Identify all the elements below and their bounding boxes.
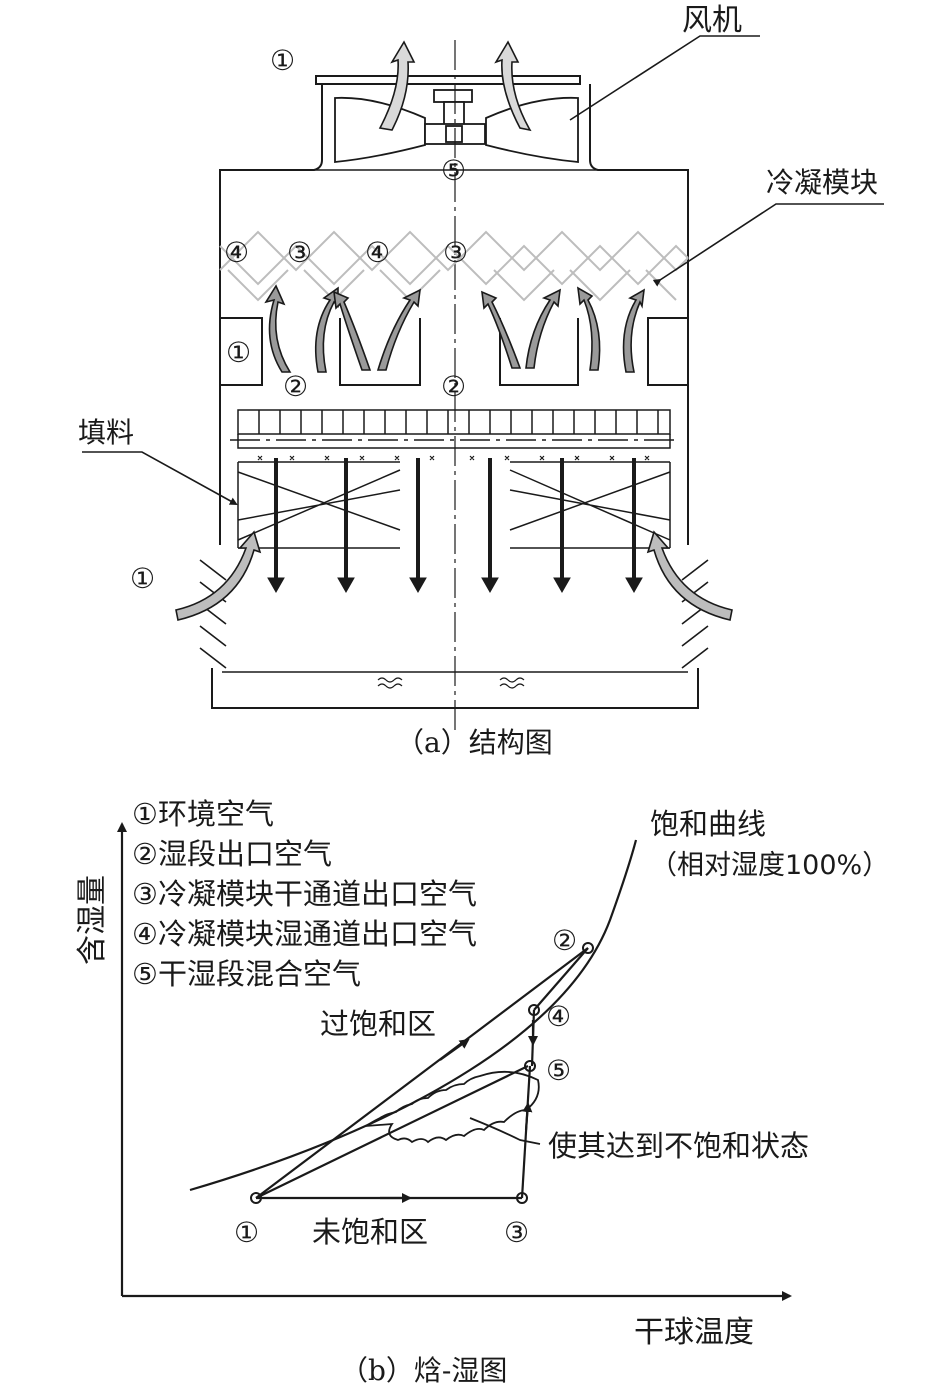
- marker-1-inlet: ①: [130, 562, 155, 595]
- line-2-4: [533, 947, 589, 1011]
- psychro-caption: （b）焓-湿图: [340, 1354, 507, 1387]
- inlet-air-arrows: [175, 530, 733, 621]
- marker-2-left: ②: [283, 370, 308, 403]
- wet-pass-boxes: [220, 317, 688, 386]
- structure-caption: （a）结构图: [396, 726, 553, 759]
- y-axis-label-text: 含湿量: [75, 875, 110, 965]
- fan-housing: [219, 75, 689, 545]
- point-label-3: ③: [504, 1216, 529, 1249]
- water-flow-arrows: [267, 458, 643, 594]
- water-basin: [211, 668, 699, 709]
- psychrometric-chart: [117, 822, 792, 1301]
- state-point-2: [582, 942, 594, 954]
- fan-blades-icon: [334, 89, 579, 163]
- fill-label: 填料: [78, 416, 134, 449]
- marker-3-mid: ③: [443, 236, 468, 269]
- mixing-line-1-5: [255, 1065, 529, 1199]
- fan-leader-line: [569, 35, 760, 121]
- marker-2-center: ②: [441, 370, 466, 403]
- state-point-3: [516, 1192, 528, 1204]
- legend-item: ①环境空气: [132, 797, 274, 831]
- x-axis-label: 干球温度: [634, 1315, 754, 1350]
- marker-1-top: ①: [270, 44, 295, 77]
- fan-label: 风机: [682, 3, 742, 38]
- legend-item: ②湿段出口空气: [132, 837, 332, 871]
- point-label-4: ④: [546, 1000, 571, 1033]
- fill-media: [237, 461, 671, 549]
- marker-4-mid: ④: [365, 236, 390, 269]
- marker-4-left: ④: [224, 236, 249, 269]
- condenser-airflow-arrows: [264, 284, 645, 373]
- unsaturated-zone-label: 未饱和区: [312, 1215, 428, 1249]
- inlet-louvers: [199, 559, 709, 669]
- line-3-5: [520, 1065, 532, 1199]
- supersaturated-zone-label: 过饱和区: [320, 1007, 436, 1041]
- saturation-curve: [189, 839, 638, 1192]
- marker-1-side: ①: [226, 336, 251, 369]
- legend-item: ③冷凝模块干通道出口空气: [132, 877, 477, 911]
- state-point-4: [528, 1004, 540, 1016]
- point-label-1: ①: [234, 1216, 259, 1249]
- mixing-zone-blob: [362, 1070, 540, 1144]
- condenser-leader-line: [652, 203, 884, 287]
- point-label-5: ⑤: [546, 1054, 571, 1087]
- annotation-leader: [469, 1117, 541, 1145]
- state-point-5: [524, 1060, 536, 1072]
- state-point-1: [250, 1192, 262, 1204]
- state-legend: ①环境空气 ②湿段出口空气 ③冷凝模块干通道出口空气 ④冷凝模块湿通道出口空气 …: [132, 797, 477, 991]
- mixing-line-1-2-arrow: [439, 1038, 470, 1061]
- marker-3-left: ③: [287, 236, 312, 269]
- legend-item: ④冷凝模块湿通道出口空气: [132, 917, 477, 951]
- point-label-2: ②: [552, 924, 577, 957]
- y-axis-label: 含湿量: [75, 875, 110, 965]
- legend-item: ⑤干湿段混合空气: [132, 957, 361, 991]
- fan-exhaust-arrows: [378, 40, 532, 132]
- fill-leader-line: [82, 451, 238, 505]
- saturation-note: （相对湿度100%）: [650, 850, 889, 881]
- water-distribution-grid: [230, 409, 680, 449]
- structure-diagram: [82, 35, 884, 735]
- spray-nozzles: [257, 455, 650, 461]
- condenser-label: 冷凝模块: [766, 166, 878, 199]
- saturation-curve-label: 饱和曲线: [650, 807, 766, 841]
- mixing-line-1-2: [255, 947, 589, 1199]
- annotation-label: 使其达到不饱和状态: [548, 1129, 809, 1163]
- marker-5-center: ⑤: [441, 154, 466, 187]
